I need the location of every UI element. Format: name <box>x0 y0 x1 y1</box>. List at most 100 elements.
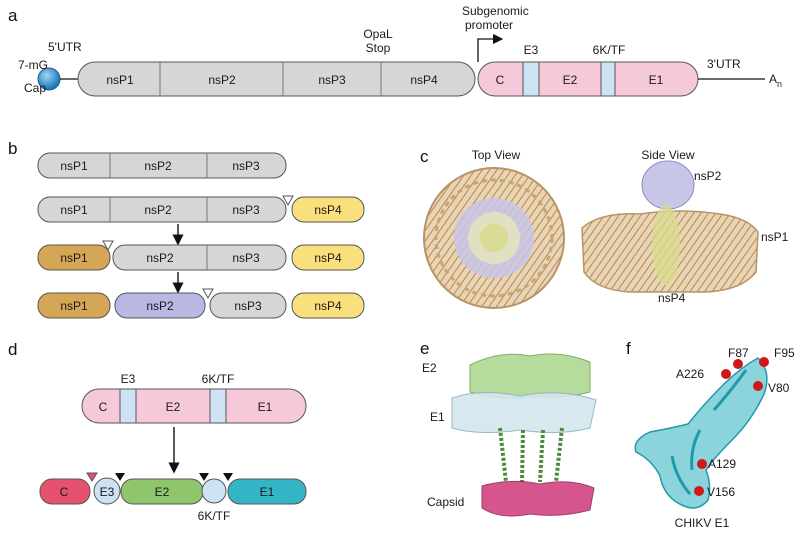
cleavage-site-icon <box>86 472 98 482</box>
b-row1-nsp1: nsP1 <box>60 159 88 173</box>
residue-f95-label: F95 <box>774 346 795 360</box>
side-view-structure <box>581 160 759 293</box>
b-row4-nsp3: nsP3 <box>234 299 262 313</box>
residue-f87-marker <box>733 359 743 369</box>
e-e1-label: E1 <box>430 410 445 424</box>
segment-e1: E1 <box>649 73 664 87</box>
b-row2-nsp4-box <box>291 196 365 223</box>
segment-nsp3: nsP3 <box>318 73 346 87</box>
panel-label-f: f <box>626 339 631 358</box>
residue-f95-marker <box>759 357 769 367</box>
structural-polyprotein <box>477 61 699 97</box>
e3-label: E3 <box>524 43 539 57</box>
panel-label-b: b <box>8 139 17 158</box>
side-view-label: Side View <box>641 148 694 162</box>
b-row3-nsp4-box <box>291 244 365 271</box>
top-view-label: Top View <box>472 148 521 162</box>
segment-e2: E2 <box>563 73 578 87</box>
cleavage-site-icon <box>199 473 209 481</box>
residue-f87-label: F87 <box>728 346 749 360</box>
panel-label-e: e <box>420 339 429 358</box>
d-6k-circle <box>201 478 227 504</box>
b-row4-nsp4-box <box>291 292 365 319</box>
d-e3-top-label: E3 <box>121 372 136 386</box>
segment-6k-tf <box>600 61 616 97</box>
b-row3-nsp4: nsP4 <box>314 251 342 265</box>
d-c-label: C <box>99 400 108 414</box>
cap-label-2: Cap <box>24 81 46 95</box>
d-e1-label: E1 <box>258 400 273 414</box>
f-title: CHIKV E1 <box>675 516 730 530</box>
segment-nsp2: nsP2 <box>208 73 236 87</box>
d-structural-polyprotein <box>81 388 307 424</box>
b-row1-nsp3: nsP3 <box>232 159 260 173</box>
d-tf-bottom-label: 6K/TF <box>198 509 231 523</box>
b-row3-nsp2: nsP2 <box>146 251 174 265</box>
d-e1-label-bottom: E1 <box>260 485 275 499</box>
glycoprotein-structure <box>451 353 597 517</box>
top-view-structure <box>423 167 565 309</box>
segment-c: C <box>496 73 505 87</box>
b-row4-nsp4: nsP4 <box>314 299 342 313</box>
b-row4-nsp2-box <box>114 292 206 319</box>
b-row2-polyprotein <box>37 196 287 223</box>
nonstructural-polyprotein <box>77 61 476 97</box>
b-row4-nsp1: nsP1 <box>60 299 88 313</box>
d-e3-circle <box>93 477 121 505</box>
c-nsp4-label: nsP4 <box>658 291 686 305</box>
promoter-arrow <box>477 33 504 62</box>
d-segment-6k-tf <box>209 388 227 424</box>
b-row2-nsp1: nsP1 <box>60 203 88 217</box>
panel-label-c: c <box>420 147 429 166</box>
panel-label-a: a <box>8 6 18 25</box>
d-capsid-label: C <box>60 485 69 499</box>
d-e2-label: E2 <box>166 400 181 414</box>
panel-label-d: d <box>8 340 17 359</box>
d-capsid-box <box>39 478 91 505</box>
b-row2-nsp2: nsP2 <box>144 203 172 217</box>
b-row4-nsp1-box <box>37 292 111 319</box>
b-row2-nsp4: nsP4 <box>314 203 342 217</box>
cleavage-site-icon <box>102 240 114 252</box>
cleavage-site-icon <box>202 288 214 300</box>
residue-v80-label: V80 <box>768 381 790 395</box>
residue-v156-marker <box>694 486 704 496</box>
b-row1-nsp2: nsP2 <box>144 159 172 173</box>
cleavage-site-icon <box>115 473 125 481</box>
d-e1-box <box>227 478 307 505</box>
utr3-label: 3'UTR <box>707 57 741 71</box>
d-segment-e3 <box>119 388 137 424</box>
polya-label: An <box>769 72 782 89</box>
residue-a129-marker <box>697 459 707 469</box>
residue-a226-label: A226 <box>676 367 704 381</box>
e-capsid-label: Capsid <box>427 495 464 509</box>
residue-a129-label: A129 <box>708 457 736 471</box>
b-row3-nsp1: nsP1 <box>60 251 88 265</box>
cleavage-site-icon <box>223 473 233 481</box>
b-row3-nsp1-box <box>37 244 111 271</box>
residue-v80-marker <box>753 381 763 391</box>
segment-e3 <box>522 61 540 97</box>
residue-v156-label: V156 <box>707 485 735 499</box>
b-row3-nsp3: nsP3 <box>232 251 260 265</box>
d-e2-label-bottom: E2 <box>155 485 170 499</box>
b-row4-nsp2: nsP2 <box>146 299 174 313</box>
d-e3-label: E3 <box>100 485 115 499</box>
utr5-label: 5'UTR <box>48 40 82 54</box>
opal-label-1: OpaL <box>363 27 393 41</box>
b-row3-nsp23-box <box>112 244 287 271</box>
d-tf-top-label: 6K/TF <box>202 372 235 386</box>
segment-nsp4: nsP4 <box>410 73 438 87</box>
c-nsp2-label: nsP2 <box>694 169 722 183</box>
b-row2-nsp3: nsP3 <box>232 203 260 217</box>
cleavage-site-icon <box>282 195 294 207</box>
opal-label-2: Stop <box>366 41 391 55</box>
c-nsp1-label: nsP1 <box>761 230 789 244</box>
b-row1-polyprotein <box>37 152 287 179</box>
segment-nsp1: nsP1 <box>106 73 134 87</box>
b-row4-nsp3-box <box>209 292 287 319</box>
tf-label: 6K/TF <box>593 43 626 57</box>
promoter-label-1: Subgenomic <box>462 4 529 18</box>
promoter-label-2: promoter <box>465 18 513 32</box>
